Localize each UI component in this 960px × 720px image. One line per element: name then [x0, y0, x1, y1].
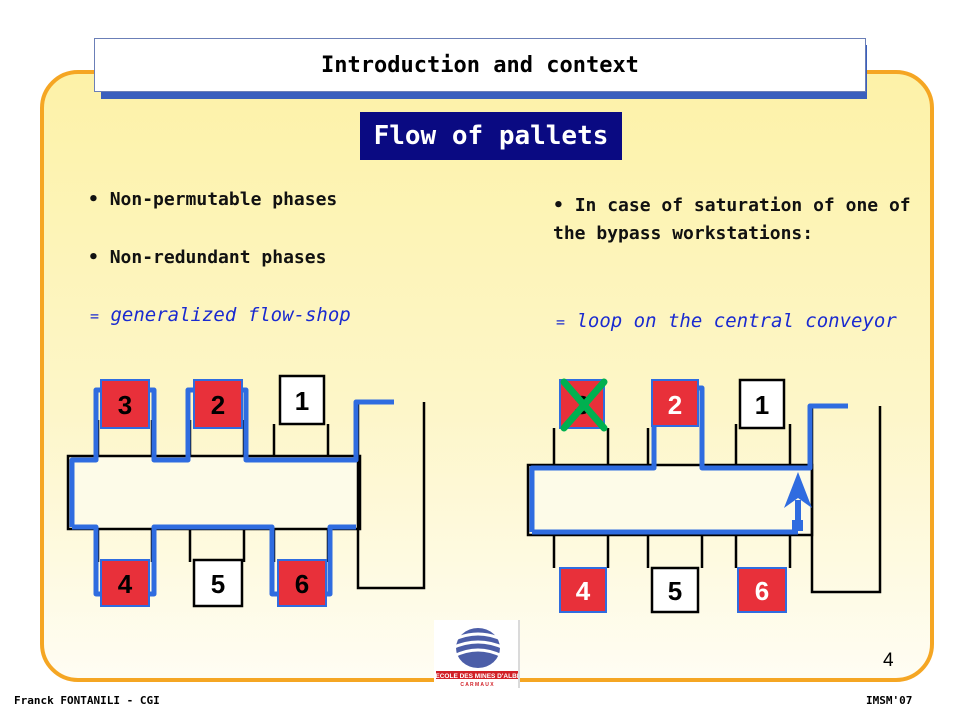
left-station-6-box [277, 559, 327, 607]
right-station-6-label: 6 [755, 576, 769, 606]
right-bottom-branches [552, 535, 792, 568]
left-bullet-2: • Non-redundant phases [88, 247, 327, 268]
right-flow-path-top [529, 385, 848, 532]
right-station-1-box [738, 378, 786, 430]
right-loop-square [792, 520, 803, 531]
logo-text: ECOLE DES MINES D'ALBI [435, 673, 518, 680]
right-bullet-1: • In case of saturation of one of the by… [553, 195, 911, 244]
left-station-3-box [100, 379, 150, 429]
left-station-2-box [193, 379, 243, 429]
left-return-loop [356, 402, 426, 590]
right-return-loop [810, 406, 882, 594]
left-flow-diagram: 3 2 1 4 5 6 [66, 374, 426, 608]
left-bullet-2-text: Non-redundant phases [109, 247, 327, 268]
right-station-5-box [650, 566, 700, 614]
school-logo: ECOLE DES MINES D'ALBI C A R M A U X [434, 620, 520, 688]
left-station-1-box [278, 374, 326, 426]
left-station-1-label: 1 [295, 386, 309, 416]
left-station-4-label: 4 [118, 569, 133, 599]
right-station-4-label: 4 [576, 576, 591, 606]
right-station-6-box [737, 567, 787, 613]
left-central-conveyor [66, 454, 362, 531]
left-station-4-box [100, 559, 150, 607]
left-station-5-box [192, 558, 244, 608]
right-equation-sign: = [556, 313, 566, 331]
right-station-1-label: 1 [755, 390, 769, 420]
right-equation-text: loop on the central conveyor [576, 310, 897, 332]
left-station-6-label: 6 [295, 569, 309, 599]
right-station-2-box [651, 379, 699, 427]
logo-subtext: C A R M A U X [460, 682, 494, 688]
slide-title: Introduction and context [94, 38, 866, 92]
left-equation-text: generalized flow-shop [110, 304, 351, 326]
right-conveyor-structure [526, 406, 882, 594]
right-loop-arrow-icon [784, 472, 812, 508]
left-flow-path-bottom [72, 524, 356, 597]
left-bullet-1: • Non-permutable phases [88, 189, 338, 210]
left-flow-path-top [69, 387, 394, 527]
logo-red-band [436, 671, 518, 679]
footer-author: Franck FONTANILI - CGI [14, 694, 160, 707]
left-station-3-label: 3 [118, 390, 132, 420]
saturation-cross-icon [560, 378, 608, 432]
left-bottom-branches [96, 529, 330, 562]
right-bullet-1-text: In case of saturation of one of the bypa… [553, 195, 911, 244]
section-subtitle: Flow of pallets [360, 112, 622, 160]
right-top-branches [552, 424, 792, 465]
logo-globe-icon [456, 628, 500, 668]
left-equation-sign: = [90, 307, 100, 325]
left-station-5-label: 5 [211, 569, 225, 599]
footer-conference: IMSM'07 [866, 694, 913, 707]
right-flow-diagram: 3 2 1 4 5 6 [526, 378, 882, 614]
right-station-5-label: 5 [668, 576, 682, 606]
page-number: 4 [883, 650, 894, 671]
left-bullet-1-text: Non-permutable phases [109, 189, 338, 210]
right-station-2-label: 2 [668, 390, 682, 420]
left-equation: = generalized flow-shop [90, 304, 351, 326]
left-station-2-label: 2 [211, 390, 225, 420]
right-central-conveyor [526, 463, 814, 537]
right-equation: = loop on the central conveyor [556, 310, 897, 332]
right-station-4-box [559, 567, 607, 613]
